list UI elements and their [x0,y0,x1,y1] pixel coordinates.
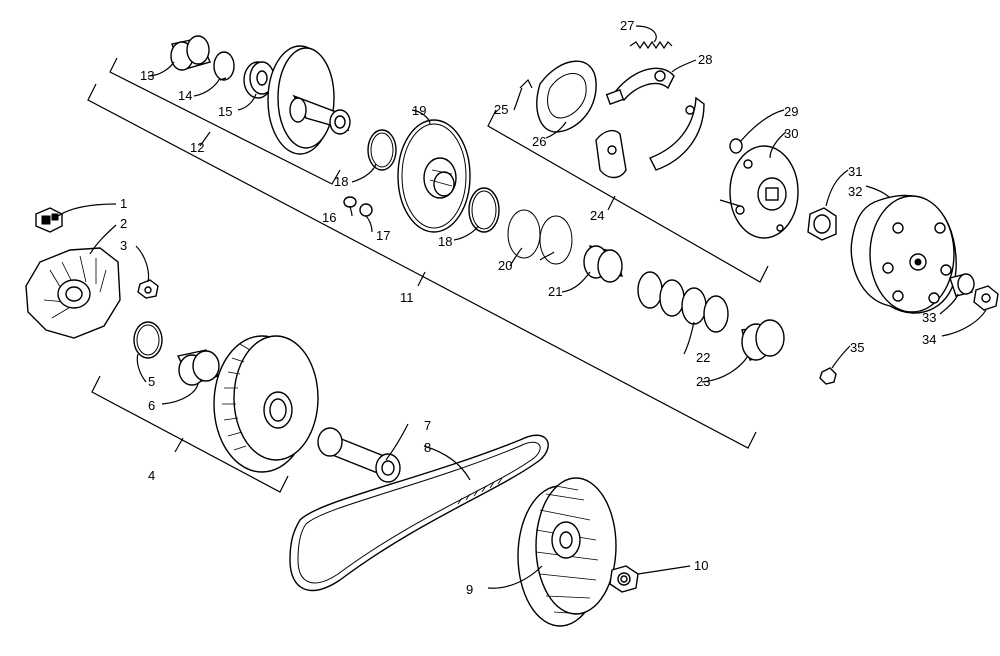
part-19-movable-driven-face [397,119,471,233]
callout-6: 6 [148,398,155,413]
callout-35: 35 [850,340,864,355]
part-10-nut [609,565,639,593]
callout-4: 4 [148,468,155,483]
callout-23: 23 [696,374,710,389]
part-18-seal-upper [367,129,397,171]
callout-22: 22 [696,350,710,365]
part-28-clutch-shoe-upper [605,67,675,105]
callout-29: 29 [784,104,798,119]
part-35-nut [819,367,837,385]
callout-30: 30 [784,126,798,141]
part-17-roller [359,203,373,217]
part-26-plate [536,60,597,133]
part-22-spring [637,271,729,333]
part-1-clip [35,207,63,233]
callout-5: 5 [148,374,155,389]
part-15-bearing [243,61,275,99]
callout-7: 7 [424,418,431,433]
part-9-fixed-drive-face [517,477,617,627]
part-29-washer [729,138,743,154]
part-14-circlip [213,51,235,81]
part-13-bushing [170,35,211,71]
callout-33: 33 [922,310,936,325]
part-4-drive-face [213,335,319,473]
part-32-clutch-bell [850,194,957,314]
part-20-o-rings [507,209,573,265]
callout-16: 16 [322,210,336,225]
part-33-bushing [949,273,975,297]
callout-8: 8 [424,440,431,455]
callout-34: 34 [922,332,936,347]
callout-26: 26 [532,134,546,149]
part-23-sleeve [741,319,785,361]
part-12-driven-face [267,45,351,155]
part-27-spring [629,40,673,50]
callout-14: 14 [178,88,192,103]
part-2-fan-plate [25,247,121,339]
part-21-collar [583,245,624,283]
part-30-drive-plate [719,145,799,239]
callout-28: 28 [698,52,712,67]
callout-1: 1 [120,196,127,211]
callout-19: 19 [412,103,426,118]
callout-27: 27 [620,18,634,33]
group-bracket-4 [91,375,289,493]
part-31-nut [807,207,837,241]
part-18-seal-lower [468,187,500,233]
callout-2: 2 [120,216,127,231]
leader-lines [57,25,987,589]
callout-15: 15 [218,104,232,119]
callout-25: 25 [494,102,508,117]
callout-18b: 18 [438,234,452,249]
part-7-sleeve [317,427,401,483]
callout-12: 12 [190,140,204,155]
part-8-drive-belt [289,434,549,591]
part-34-nut [973,285,999,311]
group-bracket-12 [109,57,341,185]
callout-10: 10 [694,558,708,573]
part-16-pin [343,196,357,208]
callout-9: 9 [466,582,473,597]
part-5-snap-ring [133,321,163,359]
group-bracket-11 [87,83,757,449]
callout-numbers: 1 2 3 4 5 6 7 8 9 10 11 12 13 14 15 16 1… [120,18,936,597]
callout-3: 3 [120,238,127,253]
callout-31: 31 [848,164,862,179]
group-bracket-24 [487,109,769,283]
callout-32: 32 [848,184,862,199]
part-28-clutch-shoe-lower [595,96,705,179]
part-25-clip [519,78,533,89]
callout-17: 17 [376,228,390,243]
part-3-nut [137,279,159,299]
callout-13: 13 [140,68,154,83]
callout-24: 24 [590,208,604,223]
callout-20: 20 [498,258,512,273]
part-6-bushing [176,349,220,386]
callout-21: 21 [548,284,562,299]
callout-11: 11 [400,290,414,305]
callout-18a: 18 [334,174,348,189]
